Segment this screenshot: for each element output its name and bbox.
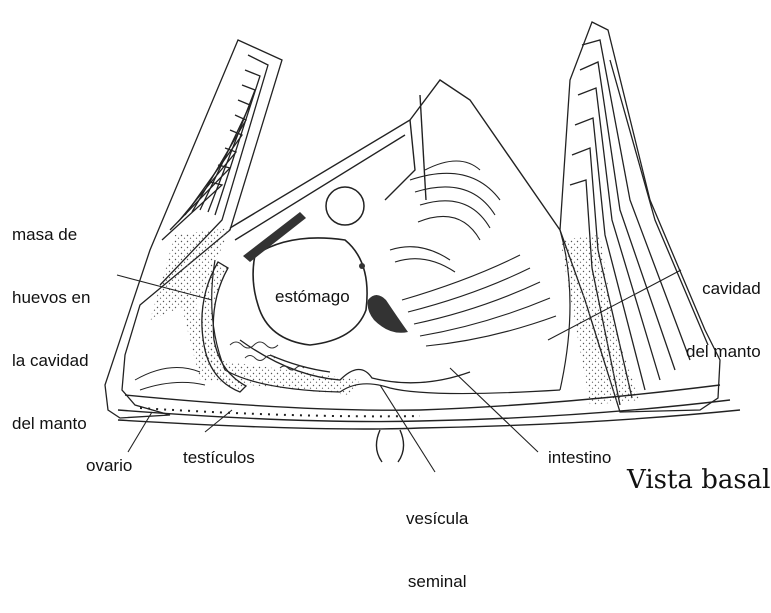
dark-organ-lower bbox=[368, 295, 408, 333]
label-egg-mass-line: masa de bbox=[12, 224, 90, 245]
dark-organ-upper bbox=[243, 212, 306, 262]
basal-stub bbox=[376, 430, 403, 462]
view-title: Vista basal bbox=[627, 470, 771, 491]
label-ovary: ovario bbox=[86, 455, 132, 476]
label-seminal-vesicle-line: vesícula bbox=[406, 508, 468, 529]
label-mantle-cavity-line: del manto bbox=[686, 341, 761, 362]
label-egg-mass-line: huevos en bbox=[12, 287, 90, 308]
barnacle-anatomy-diagram bbox=[0, 0, 771, 514]
label-mantle-cavity-line: cavidad bbox=[686, 278, 761, 299]
right-plate-stipple bbox=[560, 235, 640, 405]
stomach-ring bbox=[326, 187, 364, 225]
label-seminal-vesicle-line: seminal bbox=[406, 571, 468, 592]
small-organ bbox=[359, 263, 365, 269]
left-shell-plate bbox=[105, 40, 282, 418]
ovary bbox=[135, 368, 205, 391]
label-stomach: estómago bbox=[275, 286, 350, 307]
label-intestine: intestino bbox=[548, 447, 611, 468]
label-egg-mass-line: la cavidad bbox=[12, 350, 90, 371]
label-seminal-vesicle: vesícula seminal bbox=[406, 466, 468, 613]
label-egg-mass-line: del manto bbox=[12, 413, 90, 434]
label-egg-mass: masa de huevos en la cavidad del manto bbox=[12, 182, 90, 455]
label-testes: testículos bbox=[183, 447, 255, 468]
label-mantle-cavity: cavidad del manto bbox=[686, 236, 761, 383]
